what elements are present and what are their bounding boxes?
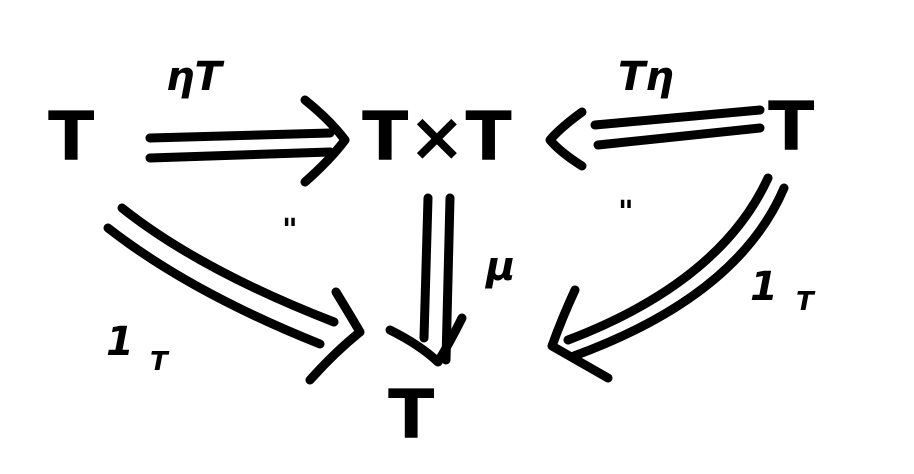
arrow-identity-left bbox=[103, 203, 365, 385]
label-identity-right: 1 bbox=[750, 264, 778, 310]
node-t-right: T bbox=[768, 88, 815, 167]
label-identity-left-subscript: T bbox=[150, 347, 170, 377]
arrow-mu bbox=[385, 193, 467, 367]
label-identity-right-subscript: T bbox=[796, 287, 816, 317]
label-identity-left: 1 bbox=[106, 319, 134, 365]
label-t-eta: Tη bbox=[618, 54, 674, 100]
label-mu: μ bbox=[484, 244, 515, 290]
node-t-bottom: T bbox=[388, 376, 435, 455]
node-t-times-t: T×T bbox=[362, 98, 512, 177]
equality-mark-right: " bbox=[618, 195, 634, 230]
arrow-identity-right bbox=[547, 173, 789, 383]
equality-mark-left: " bbox=[282, 213, 298, 248]
label-eta-t: ηT bbox=[166, 54, 224, 100]
node-t-left: T bbox=[48, 98, 95, 177]
arrow-eta-t bbox=[145, 95, 350, 187]
arrow-t-eta bbox=[545, 105, 765, 171]
